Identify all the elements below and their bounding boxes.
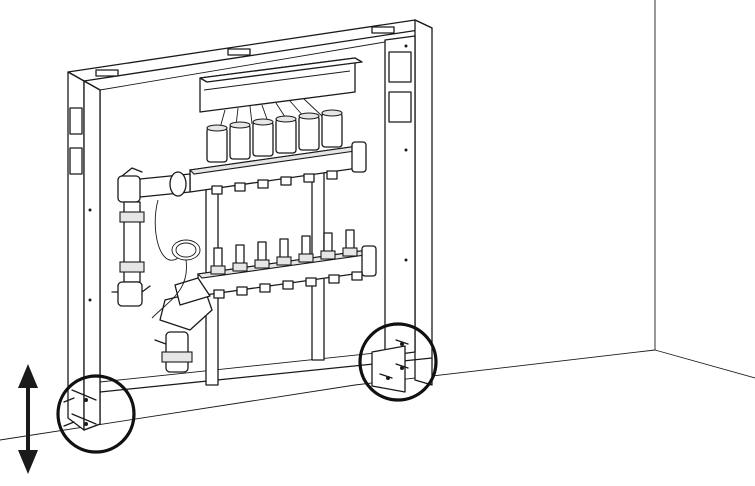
arrow-head-down [18,450,38,474]
cabinet-feet [63,339,409,427]
terminal-box-top [199,57,363,83]
frame-right-inner [384,35,416,357]
manifold-cabinet-frame [67,19,433,431]
room [0,0,755,441]
flow-meter-5 [298,235,314,263]
rail-hole-5 [88,298,92,302]
actuator-cables [219,98,323,129]
rail-hole-4 [88,208,92,212]
actuator-2 [229,121,251,160]
right-foot [371,339,409,393]
flow-meter-6 [320,232,336,260]
arrow-shaft [26,384,30,454]
flow-meter-4 [276,238,292,266]
frame-bottom-rail [99,351,386,383]
actuator-3 [252,118,274,157]
flow-meter-7 [342,229,358,257]
actuator-6 [321,109,343,148]
riser-fitting-1 [119,211,145,223]
lower-outlets [213,271,363,299]
rail-hole-1 [404,44,408,48]
flow-meter-2 [232,244,248,272]
flow-meter-1 [210,247,226,275]
mixing-pump-group [111,199,213,373]
capillary-sensor [151,199,201,319]
upper-endcap-right [351,141,367,173]
terminal-box-slot [203,70,351,91]
height-adjustment-arrow [18,364,38,474]
left-knockout-1 [69,107,83,135]
wall-floor-line-left [0,349,656,441]
upper-supply-manifold [117,109,367,203]
top-cutout-3 [371,26,395,34]
left-foot [63,389,97,427]
thermostatic-actuators [206,109,343,163]
rail-hole-2 [404,148,408,152]
lower-ball-valve [117,281,143,307]
callouts [56,322,438,454]
arrow-head-up [18,364,38,388]
callout-ring-left-foot [56,374,136,454]
mixing-elbow [174,277,211,306]
upper-ball-valve [117,175,141,203]
right-knockout-2 [388,91,412,123]
riser-fitting-2 [119,261,145,273]
lower-return-manifold [196,229,377,299]
actuator-1 [206,124,228,163]
top-cutout-2 [227,48,251,56]
rail-hole-3 [404,258,408,262]
upper-valve-handle [121,167,143,177]
callout-ring-right-foot [358,322,438,402]
wall-floor-line-right [654,349,755,379]
lower-endcap-right [361,245,377,277]
frame-left-front [83,80,101,431]
upper-outlets [211,170,338,195]
lower-valve-handle [111,285,151,293]
right-knockout-1 [388,51,412,83]
top-cutout-1 [95,69,119,77]
flow-meters [210,229,358,275]
actuator-terminal-box [199,57,363,129]
actuator-5 [298,112,320,151]
upper-union [169,171,187,197]
left-knockout-2 [69,147,83,175]
pump-outlet-nut [161,351,193,363]
pump-outlet-handle [154,339,167,345]
frame-back-edge-left [99,41,386,91]
flow-meter-3 [254,241,270,269]
actuator-4 [275,115,297,154]
